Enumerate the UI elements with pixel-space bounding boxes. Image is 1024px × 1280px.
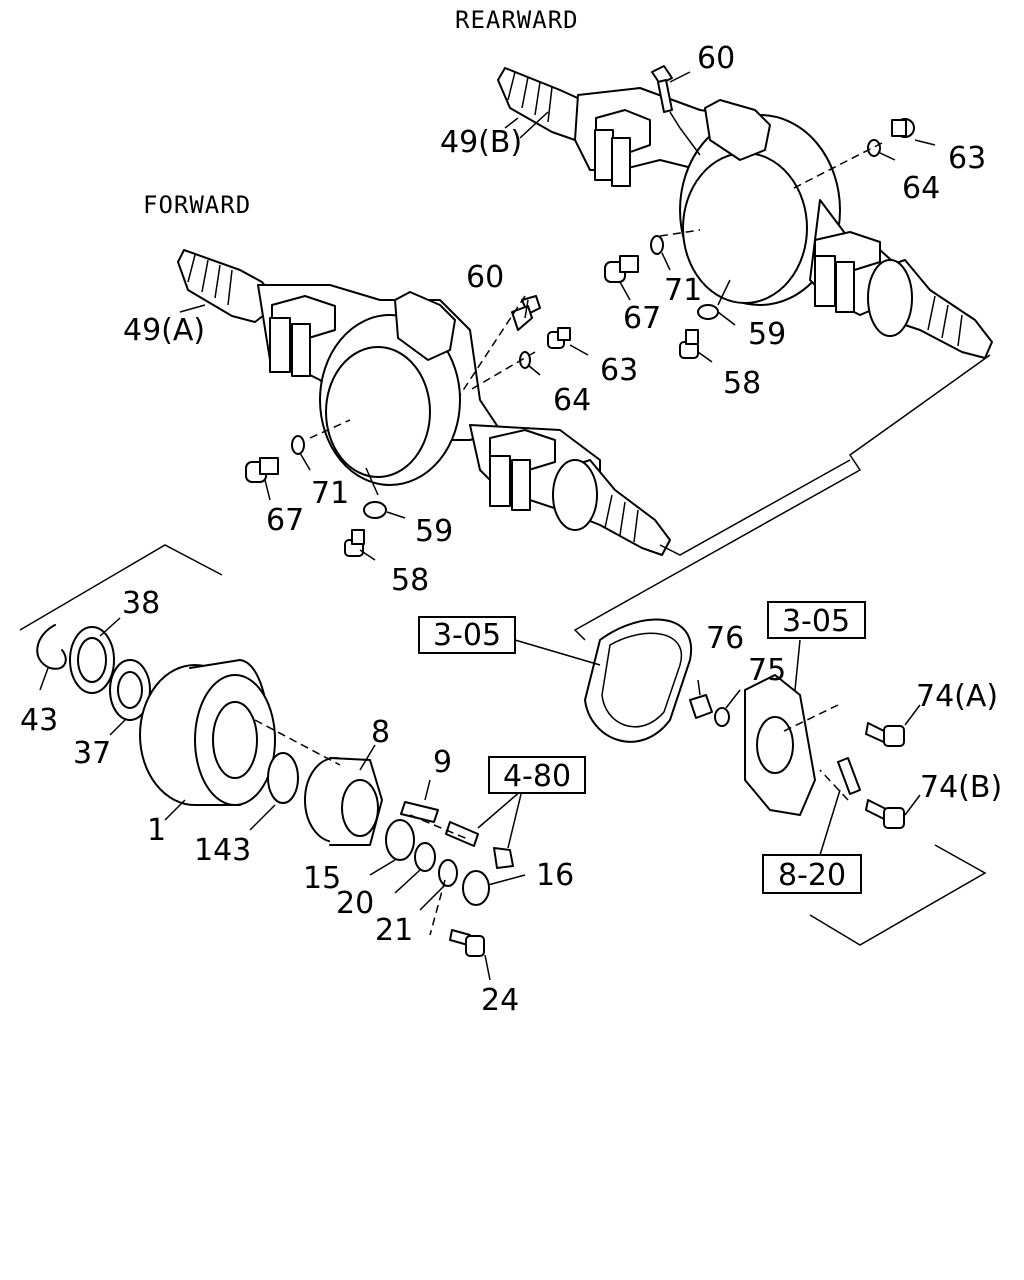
- rearward-label: REARWARD: [455, 6, 579, 34]
- callout-49a: 49(A): [123, 313, 205, 348]
- ref-box-8-20[interactable]: 8-20: [762, 854, 862, 894]
- callout-1: 1: [147, 813, 166, 848]
- callout-64-rear: 64: [902, 171, 940, 206]
- ref-label-4-80: 4-80: [503, 759, 571, 794]
- forward-axle-housing: [177, 249, 671, 556]
- callout-71-rear: 71: [664, 273, 702, 308]
- leader-lines: [19, 71, 991, 981]
- forward-label: FORWARD: [143, 191, 251, 219]
- callout-20: 20: [336, 886, 374, 921]
- callout-63-forward: 63: [600, 353, 638, 388]
- callout-24: 24: [481, 983, 519, 1018]
- callout-9: 9: [433, 745, 452, 780]
- ref-box-4-80[interactable]: 4-80: [488, 756, 586, 794]
- callout-74b: 74(B): [920, 770, 1002, 805]
- callout-15: 15: [303, 861, 341, 896]
- callout-58-forward: 58: [391, 563, 429, 598]
- callout-49b: 49(B): [440, 125, 522, 160]
- ref-box-3-05-a[interactable]: 3-05: [418, 616, 516, 654]
- rear-hardware: [604, 65, 915, 359]
- ref-label-8-20: 8-20: [778, 858, 846, 893]
- callout-8: 8: [371, 715, 390, 750]
- ref-label-3-05-b: 3-05: [782, 604, 850, 639]
- callout-67-forward: 67: [266, 503, 304, 538]
- callout-37: 37: [73, 736, 111, 771]
- forward-hardware: [245, 295, 571, 557]
- callout-64-forward: 64: [553, 383, 591, 418]
- callout-67-rear: 67: [623, 301, 661, 336]
- ref-box-3-05-b[interactable]: 3-05: [767, 601, 866, 639]
- callout-43: 43: [20, 703, 58, 738]
- ref-label-3-05-a: 3-05: [433, 618, 501, 653]
- callout-143: 143: [194, 833, 251, 868]
- callout-60-forward: 60: [466, 260, 504, 295]
- hub-drum-group: [36, 624, 514, 957]
- brake-plate-group: [584, 618, 905, 829]
- callout-74a: 74(A): [916, 679, 998, 714]
- callout-75: 75: [748, 653, 786, 688]
- callout-38: 38: [122, 586, 160, 621]
- rear-axle-housing: [497, 67, 993, 359]
- callout-76: 76: [706, 621, 744, 656]
- callout-59-forward: 59: [415, 514, 453, 549]
- callout-60-rear: 60: [697, 41, 735, 76]
- callout-21: 21: [375, 913, 413, 948]
- callout-59-rear: 59: [748, 317, 786, 352]
- callout-63-rear: 63: [948, 141, 986, 176]
- callout-16: 16: [536, 858, 574, 893]
- callout-71-forward: 71: [311, 476, 349, 511]
- callout-58-rear: 58: [723, 366, 761, 401]
